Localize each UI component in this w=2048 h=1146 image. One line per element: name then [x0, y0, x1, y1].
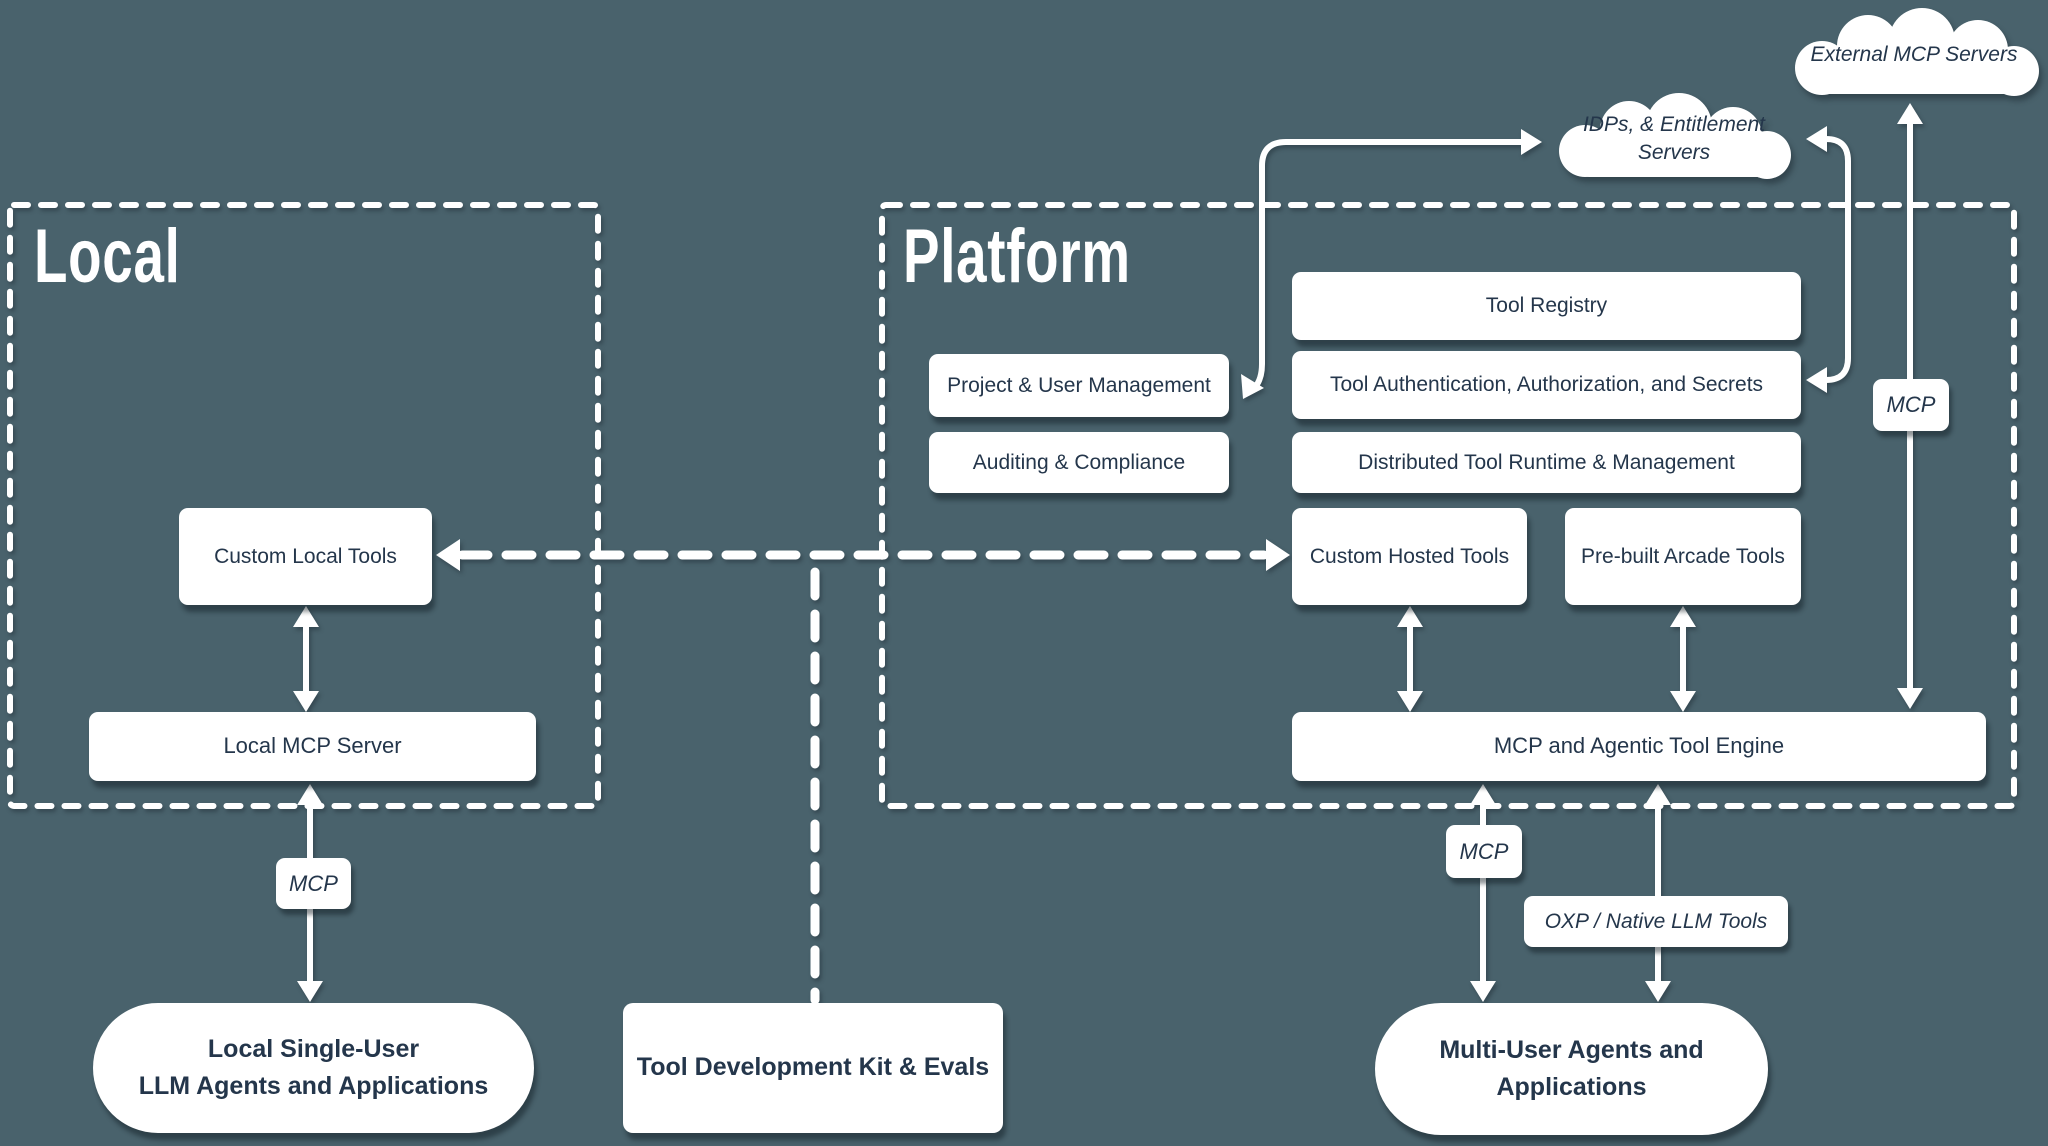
arrow-hosted-tools-to-engine: [1397, 606, 1423, 712]
node-custom-local-tools: Custom Local Tools: [179, 508, 432, 605]
custom-hosted-tools-label: Custom Hosted Tools: [1309, 544, 1510, 568]
node-custom-hosted-tools: Custom Hosted Tools: [1292, 508, 1527, 605]
local-agents-line2: LLM Agents and Applications: [138, 1072, 489, 1100]
arrow-idps-to-tool-auth: [1806, 126, 1851, 393]
mcp-label-engine: MCP: [1446, 825, 1522, 878]
cloud-shape: [1795, 8, 2039, 96]
prebuilt-arcade-tools-label: Pre-built Arcade Tools: [1581, 544, 1785, 568]
node-tool-auth-secrets: Tool Authentication, Authorization, and …: [1292, 351, 1801, 419]
arrow-local-tools-to-hosted-tools: [436, 539, 1290, 571]
cloud-shape: [1559, 93, 1791, 179]
node-auditing-compliance: Auditing & Compliance: [929, 432, 1229, 493]
tool-auth-secrets-label: Tool Authentication, Authorization, and …: [1329, 373, 1764, 397]
multi-user-agents-label: Multi-User Agents and Applications: [1439, 1032, 1703, 1107]
local-agents-label: Local Single-User LLM Agents and Applica…: [139, 1031, 489, 1106]
node-tool-registry: Tool Registry: [1292, 272, 1801, 340]
node-project-user-management: Project & User Management: [929, 354, 1229, 417]
arrow-custom-local-to-mcp-server: [293, 606, 319, 712]
node-mcp-agentic-engine: MCP and Agentic Tool Engine: [1292, 712, 1986, 781]
idps-entitlement-cloud: IDPs, & Entitlement Servers: [1545, 93, 1803, 185]
local-region-border: [7, 202, 601, 809]
platform-region-title: Platform: [903, 214, 1131, 299]
custom-local-tools-label: Custom Local Tools: [214, 544, 397, 568]
arrow-engine-to-agents-oxp: [1645, 784, 1671, 1002]
multi-user-agents-line2: Applications: [1496, 1073, 1647, 1101]
mcp-label-local: MCP: [276, 858, 351, 909]
distributed-runtime-label: Distributed Tool Runtime & Management: [1358, 450, 1735, 474]
node-local-mcp-server: Local MCP Server: [89, 712, 536, 781]
mcp-label-external: MCP: [1873, 379, 1949, 431]
node-tool-dev-kit: Tool Development Kit & Evals: [623, 1003, 1003, 1133]
multi-user-agents-line1: Multi-User Agents and: [1439, 1035, 1704, 1064]
arrow-project-mgmt-to-idps: [1241, 129, 1542, 399]
tool-dev-kit-label: Tool Development Kit & Evals: [636, 1053, 990, 1082]
external-mcp-servers-cloud: External MCP Servers: [1780, 8, 2048, 102]
arrow-arcade-tools-to-engine: [1670, 606, 1696, 712]
local-agents-line1: Local Single-User: [207, 1034, 420, 1063]
local-region-title: Local: [34, 214, 181, 299]
node-local-agents: Local Single-User LLM Agents and Applica…: [93, 1003, 534, 1133]
node-prebuilt-arcade-tools: Pre-built Arcade Tools: [1565, 508, 1801, 605]
project-user-management-label: Project & User Management: [947, 373, 1211, 397]
oxp-label: OXP / Native LLM Tools: [1524, 896, 1788, 947]
tool-registry-label: Tool Registry: [1485, 294, 1608, 318]
local-mcp-server-label: Local MCP Server: [223, 733, 402, 759]
node-distributed-runtime: Distributed Tool Runtime & Management: [1292, 432, 1801, 493]
mcp-agentic-engine-label: MCP and Agentic Tool Engine: [1493, 733, 1785, 759]
external-mcp-servers-label: External MCP Servers: [1810, 42, 2018, 66]
auditing-compliance-label: Auditing & Compliance: [972, 450, 1186, 474]
arrow-engine-to-agents-mcp: [1470, 784, 1496, 1002]
idps-entitlement-line1: IDPs, & Entitlement: [1582, 112, 1766, 136]
node-multi-user-agents: Multi-User Agents and Applications: [1375, 1003, 1768, 1135]
idps-entitlement-line2: Servers: [1637, 141, 1711, 164]
